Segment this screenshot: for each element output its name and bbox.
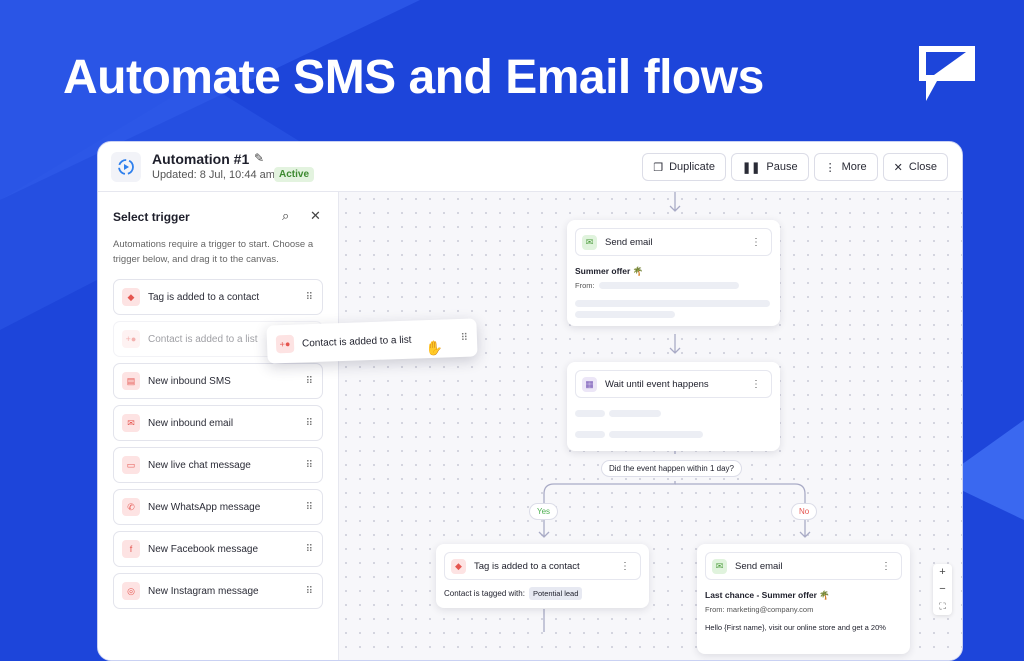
email-body: Hello {First name}, visit our online sto… — [705, 623, 886, 632]
send-email-node[interactable]: ✉ Send email ⋮ Summer offer 🌴 From: — [567, 220, 780, 326]
trigger-item[interactable]: ◎ New Instagram message ⠿ — [113, 573, 323, 609]
trigger-item[interactable]: ▭ New live chat message ⠿ — [113, 447, 323, 483]
condition-label: Did the event happen within 1 day? — [601, 460, 742, 477]
grab-cursor-icon: ✋ — [425, 339, 443, 357]
wait-node[interactable]: ▦ Wait until event happens ⋮ — [567, 362, 780, 451]
more-label: More — [841, 161, 867, 173]
fit-view-button[interactable]: ⛶ — [939, 601, 946, 611]
node-menu-icon[interactable]: ⋮ — [881, 560, 891, 572]
duplicate-label: Duplicate — [669, 161, 715, 173]
drag-handle-icon[interactable]: ⠿ — [305, 543, 313, 555]
email-subject: Summer offer 🌴 — [575, 266, 644, 276]
trigger-label: New live chat message — [148, 459, 251, 471]
from-label: From: — [575, 281, 595, 290]
no-branch-label: No — [791, 503, 818, 520]
trigger-item[interactable]: f New Facebook message ⠿ — [113, 531, 323, 567]
zoom-in-button[interactable]: + — [939, 566, 946, 578]
email-from: From: marketing@company.com — [705, 605, 814, 614]
node-menu-icon[interactable]: ⋮ — [751, 378, 761, 390]
close-sidebar-icon[interactable]: ✕ — [310, 208, 321, 223]
yes-branch-label: Yes — [529, 503, 559, 520]
trigger-label: New Instagram message — [148, 585, 259, 597]
trigger-item[interactable]: ▤ New inbound SMS ⠿ — [113, 363, 323, 399]
node-title: Wait until event happens — [605, 378, 709, 390]
skeleton-line — [575, 300, 770, 307]
node-menu-icon[interactable]: ⋮ — [620, 560, 630, 572]
trigger-item[interactable]: ✆ New WhatsApp message ⠿ — [113, 489, 323, 525]
drag-handle-icon[interactable]: ⠿ — [305, 291, 313, 303]
trigger-item[interactable]: ✉ New inbound email ⠿ — [113, 405, 323, 441]
zoom-out-button[interactable]: − — [939, 583, 946, 595]
drag-handle-icon[interactable]: ⠿ — [305, 417, 313, 429]
drag-handle-icon[interactable]: ⠿ — [305, 501, 313, 513]
drag-handle-icon[interactable]: ⠿ — [305, 459, 313, 471]
automation-icon — [111, 152, 141, 182]
flow-canvas[interactable]: ✉ Send email ⋮ Summer offer 🌴 From: ▦ Wait … — [339, 192, 962, 660]
close-label: Close — [908, 161, 937, 173]
email-icon: ✉ — [582, 234, 597, 250]
instagram-icon: ◎ — [122, 582, 140, 600]
node-title: Send email — [735, 560, 783, 572]
calendar-icon: ▦ — [582, 376, 597, 392]
node-title: Tag is added to a contact — [474, 560, 580, 572]
duplicate-button[interactable]: ❐ Duplicate — [642, 153, 726, 181]
status-badge: Active — [274, 167, 315, 182]
skeleton-line — [598, 282, 739, 289]
header: Automation #1 ✎ Updated: 8 Jul, 10:44 am… — [98, 142, 962, 192]
flow-connectors — [538, 192, 811, 632]
trigger-label: Contact is added to a list — [148, 333, 258, 345]
email-icon: ✉ — [712, 558, 727, 574]
trigger-label: New inbound email — [148, 417, 234, 429]
drag-handle-icon[interactable]: ⠿ — [305, 585, 313, 597]
user-plus-icon: +● — [122, 330, 140, 348]
tag-chip: Potential lead — [528, 587, 583, 600]
dragged-trigger-label: Contact is added to a list — [301, 334, 412, 349]
node-menu-icon[interactable]: ⋮ — [751, 236, 761, 248]
zoom-controls: + − ⛶ — [933, 564, 952, 615]
headline: Automate SMS and Email flows — [63, 51, 764, 104]
pause-icon: ❚❚ — [741, 161, 761, 174]
copy-icon: ❐ — [653, 161, 664, 174]
automation-title: Automation #1 — [152, 151, 250, 167]
trigger-sidebar: Select trigger ⌕ ✕ Automations require a… — [98, 192, 339, 660]
user-plus-icon: +● — [275, 334, 295, 354]
edit-icon[interactable]: ✎ — [254, 151, 265, 165]
trigger-label: New Facebook message — [148, 543, 259, 555]
trigger-label: Tag is added to a contact — [148, 291, 260, 303]
facebook-icon: f — [122, 540, 140, 558]
skeleton-line — [575, 311, 675, 318]
trigger-item[interactable]: ◆ Tag is added to a contact ⠿ — [113, 279, 323, 315]
email-subject: Last chance - Summer offer 🌴 — [705, 590, 830, 600]
tag-label: Contact is tagged with: — [444, 589, 525, 598]
search-icon[interactable]: ⌕ — [282, 208, 290, 223]
automation-window: Automation #1 ✎ Updated: 8 Jul, 10:44 am… — [97, 141, 963, 661]
pause-label: Pause — [766, 161, 798, 173]
sidebar-title: Select trigger — [113, 210, 190, 224]
dragged-trigger-card[interactable]: +● Contact is added to a list ⠿ ✋ — [266, 318, 478, 364]
sms-icon: ▤ — [122, 372, 140, 390]
close-button[interactable]: ✕ Close — [882, 153, 948, 181]
drag-handle-icon[interactable]: ⠿ — [305, 375, 313, 387]
more-button[interactable]: ⋮ More — [813, 153, 878, 181]
trigger-label: New WhatsApp message — [148, 501, 261, 513]
tag-node[interactable]: ◆ Tag is added to a contact ⋮ Contact is t… — [436, 544, 649, 608]
drag-handle-icon[interactable]: ⠿ — [460, 332, 468, 344]
brand-logo — [919, 46, 975, 101]
sidebar-description: Automations require a trigger to start. … — [113, 239, 314, 265]
whatsapp-icon: ✆ — [122, 498, 140, 516]
node-title: Send email — [605, 236, 653, 248]
more-vertical-icon: ⋮ — [824, 161, 836, 174]
tag-icon: ◆ — [122, 288, 140, 306]
tag-icon: ◆ — [451, 558, 466, 574]
trigger-label: New inbound SMS — [148, 375, 231, 387]
close-icon: ✕ — [893, 161, 903, 174]
chat-icon: ▭ — [122, 456, 140, 474]
email-icon: ✉ — [122, 414, 140, 432]
pause-button[interactable]: ❚❚ Pause — [730, 153, 809, 181]
updated-time: Updated: 8 Jul, 10:44 am — [152, 169, 275, 181]
send-email-node[interactable]: ✉ Send email ⋮ Last chance - Summer offer … — [697, 544, 910, 654]
